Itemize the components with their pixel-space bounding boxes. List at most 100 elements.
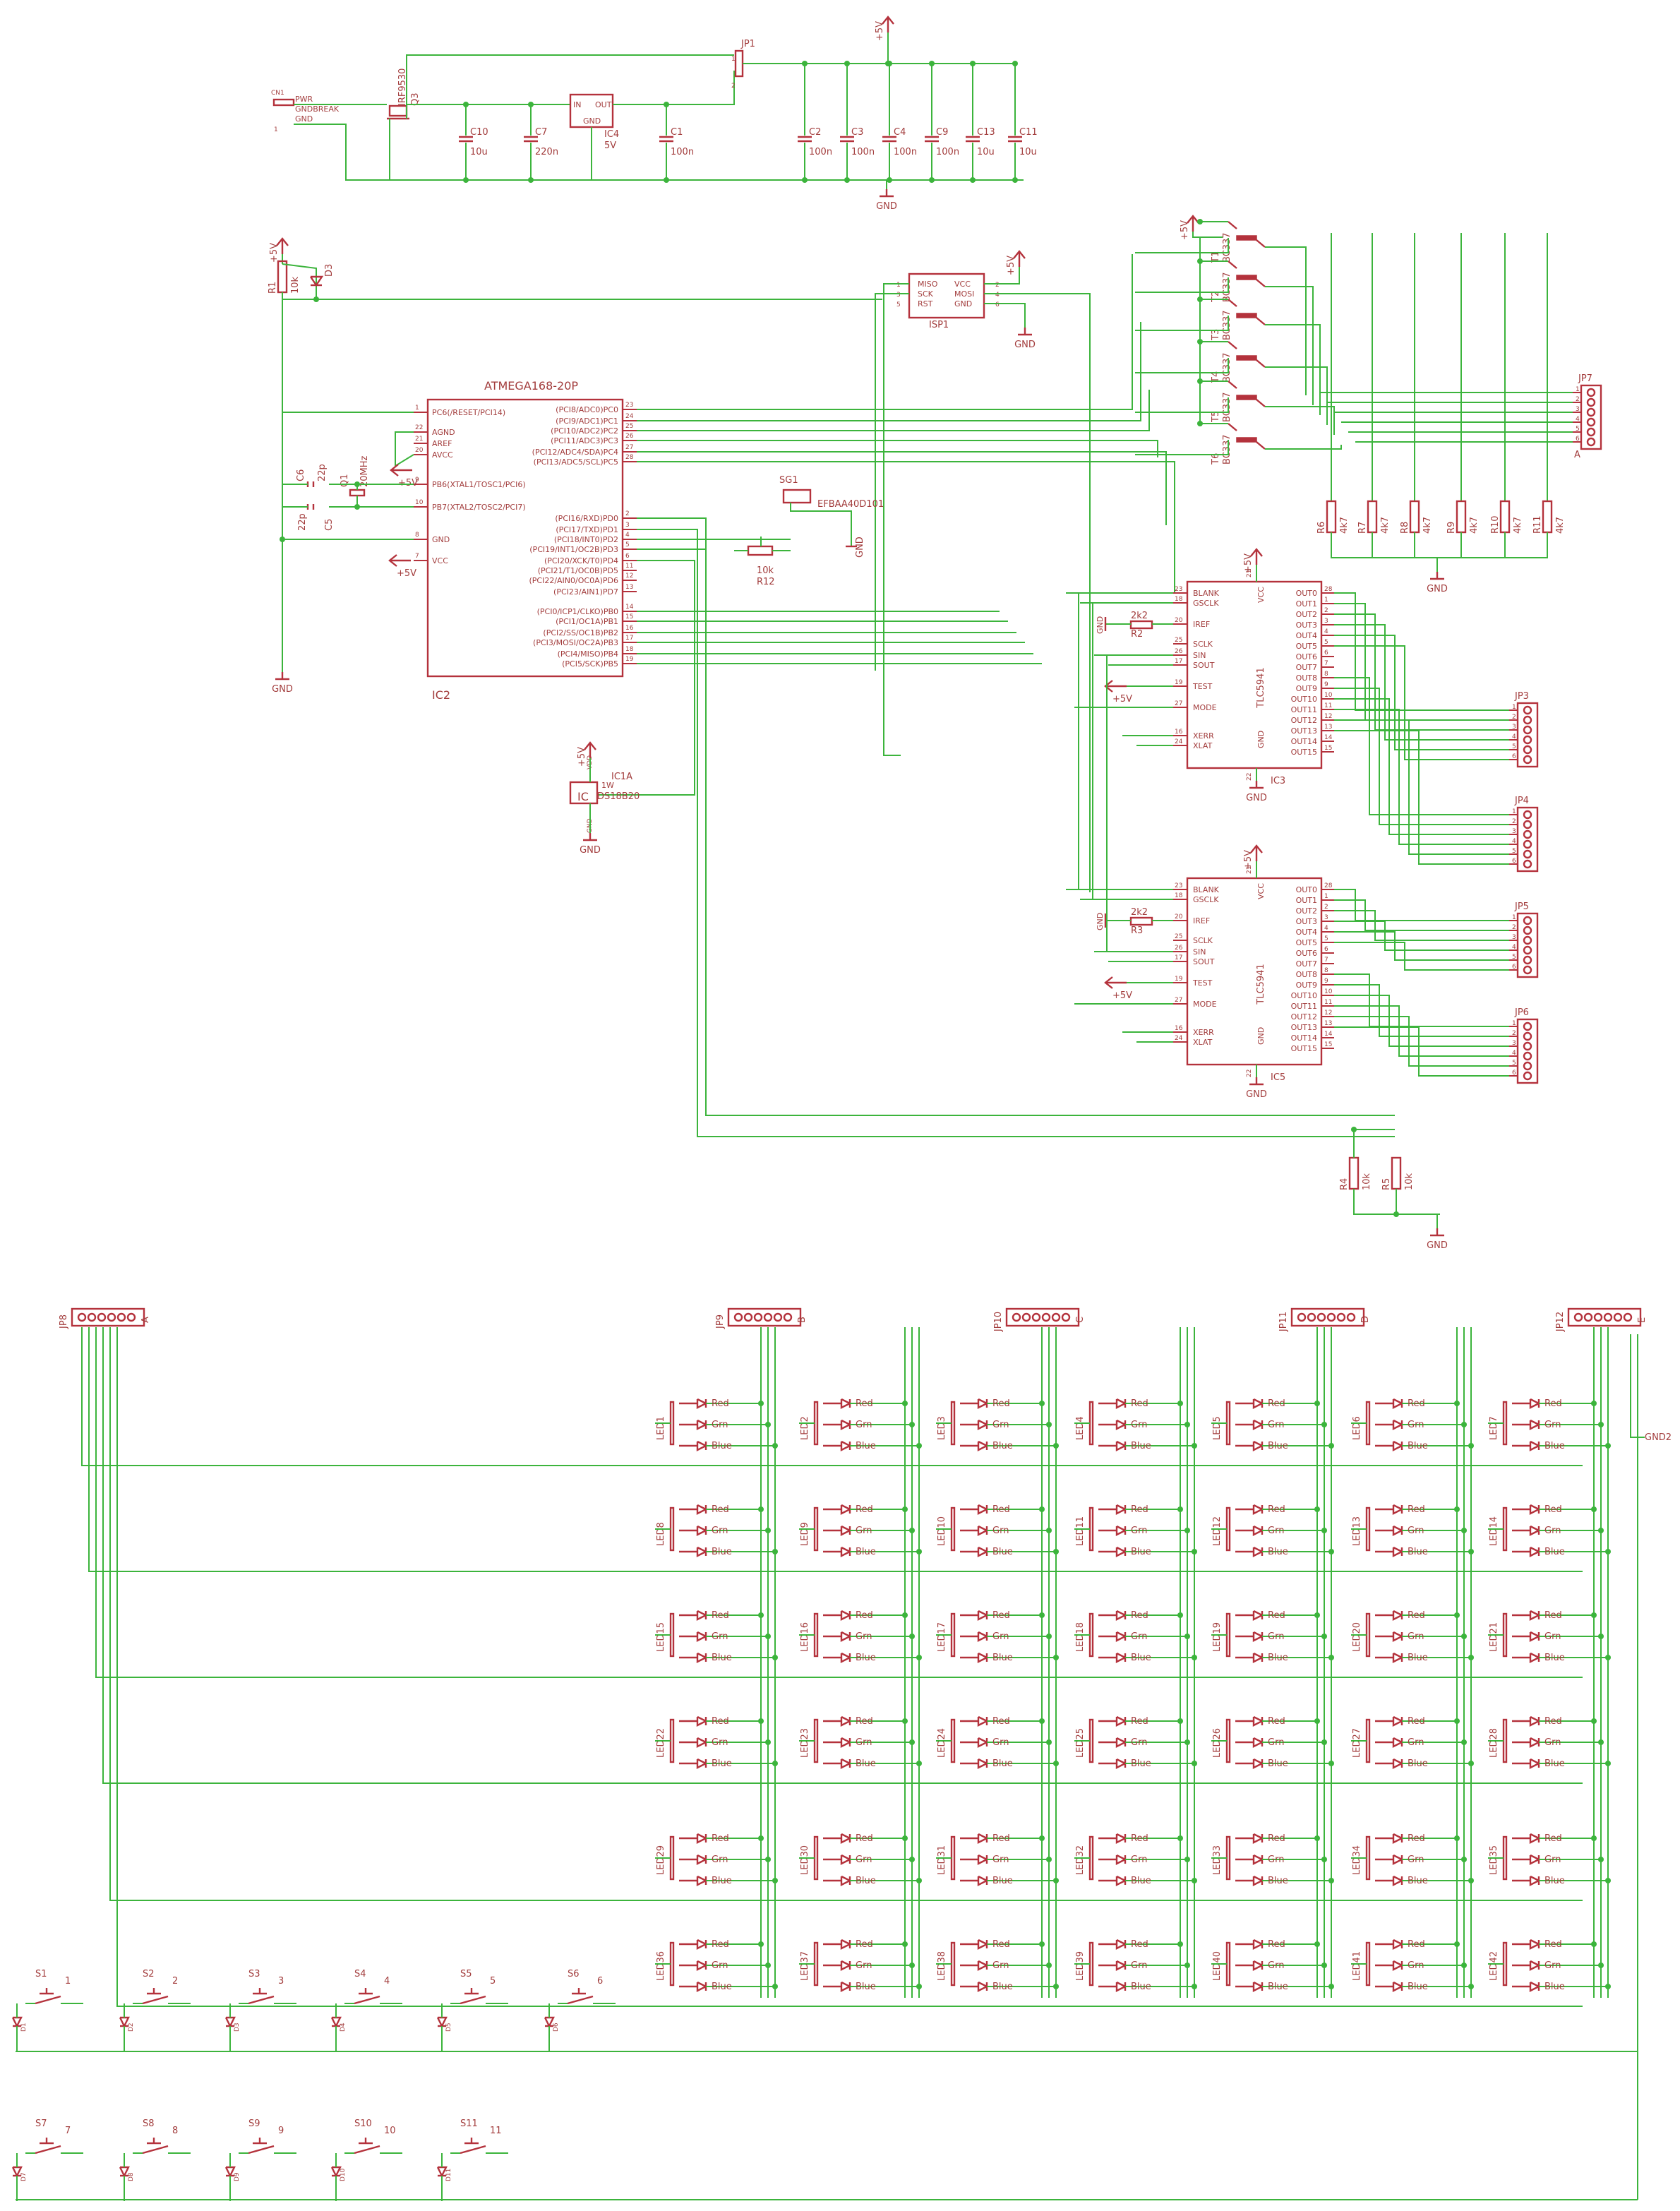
driver-left-pin: SIN	[1193, 947, 1206, 957]
switch-diode-ref: D3	[234, 2023, 241, 2032]
led-diode	[696, 1652, 708, 1663]
cap-ref: C3	[851, 127, 863, 138]
pin-number: 3	[1512, 1040, 1516, 1047]
junction-dot	[765, 1739, 771, 1745]
pin-number: 6	[1512, 1069, 1516, 1077]
led-diode	[696, 1939, 708, 1950]
junction-dot	[1053, 1549, 1059, 1554]
isp-left-pin: RST	[918, 299, 933, 308]
led-diode	[1115, 1833, 1127, 1844]
led-diode	[1252, 1398, 1264, 1409]
pin-number: 3	[1576, 406, 1580, 413]
driver-out-no: 11	[1324, 702, 1332, 709]
iref-ref: R3	[1131, 925, 1143, 936]
led-color-red: Red	[1131, 1716, 1148, 1727]
c6-ref: C6	[296, 469, 306, 481]
led-diode	[1115, 1419, 1127, 1430]
pin-number: 5	[1512, 848, 1516, 855]
transistor-value: BC337	[1222, 434, 1232, 465]
junction-dot	[916, 1443, 922, 1449]
led-ref: LED2	[800, 1416, 810, 1440]
driver-out-no: 6	[1324, 946, 1328, 953]
led-color-blue: Blue	[712, 1547, 732, 1557]
led-color-red: Red	[992, 1610, 1010, 1621]
junction-dot	[887, 177, 892, 183]
led-color-red: Red	[1544, 1398, 1562, 1409]
led-color-grn: Grn	[1408, 1420, 1424, 1430]
junction-dot	[1321, 1528, 1327, 1533]
driver-out-label: OUT4	[1296, 631, 1317, 640]
led-diode	[1392, 1715, 1404, 1727]
led-diode	[1252, 1610, 1264, 1621]
led-color-grn: Grn	[1408, 1631, 1424, 1642]
junction-dot	[970, 177, 976, 183]
mcu-right-pin-no: 24	[625, 413, 634, 420]
led-color-blue: Blue	[1408, 1876, 1428, 1886]
mcu-right-pin: (PCI4/MISO)PB4	[558, 649, 618, 659]
mcu-right-pin: (PCI3/MOSI/OC2A)PB3	[533, 638, 618, 647]
junction-dot	[1598, 1963, 1604, 1968]
junction-dot	[1192, 1443, 1197, 1449]
driver-left-pin: SIN	[1193, 651, 1206, 660]
mcu-output-wiring	[597, 254, 1395, 1137]
ic1a-label: IC	[577, 790, 589, 803]
driver-out-label: OUT7	[1296, 663, 1317, 672]
mcu-left-pin: PC6(/RESET/PCI14)	[432, 408, 505, 417]
led-ref: LED25	[1075, 1728, 1086, 1758]
led-diode	[1392, 1525, 1404, 1536]
junction-dot	[1039, 1718, 1045, 1724]
led-color-red: Red	[1408, 1398, 1425, 1409]
led-color-red: Red	[1131, 1610, 1148, 1621]
junction-dot	[802, 61, 808, 66]
driver-vcc: VCC	[1256, 883, 1266, 899]
driver-out-label: OUT15	[1291, 1044, 1317, 1053]
junction-dot	[772, 1984, 778, 1989]
q3-value: IRF9530	[397, 68, 408, 106]
junction-dot	[1192, 1761, 1197, 1766]
led-diode	[977, 1875, 989, 1886]
junction-dot	[528, 102, 534, 107]
pin-number: 2	[1512, 1030, 1516, 1037]
led-color-blue: Blue	[1544, 1441, 1565, 1451]
gnd-label: GND	[580, 845, 601, 856]
led-ref: LED32	[1075, 1845, 1086, 1875]
pin-number: 5	[1512, 1060, 1516, 1067]
led-color-blue: Blue	[1268, 1547, 1288, 1557]
buzzer-ref: SG1	[779, 475, 798, 486]
mcu-right-pin-no: 2	[625, 510, 630, 517]
led-diode	[1252, 1960, 1264, 1971]
led-color-blue: Blue	[1131, 1876, 1151, 1886]
led-color-grn: Grn	[712, 1631, 728, 1642]
ic1a-ref: IC1A	[611, 772, 632, 782]
led-diode	[840, 1939, 852, 1950]
connector-tag: B	[797, 1317, 808, 1323]
led-diode	[1529, 1525, 1541, 1536]
switch-ref: S11	[460, 2119, 478, 2129]
led-color-blue: Blue	[1268, 1653, 1288, 1663]
resistor-value: 10k	[1404, 1173, 1415, 1190]
c5-ref: C5	[324, 519, 335, 531]
led-diode	[840, 1854, 852, 1865]
mcu-right-pin-no: 19	[625, 656, 634, 663]
led-color-blue: Blue	[712, 1876, 732, 1886]
junction-dot	[1598, 1634, 1604, 1639]
driver-out-label: OUT12	[1291, 1012, 1317, 1021]
led-ref: LED3	[937, 1416, 947, 1440]
switch-ref: S4	[354, 1969, 366, 1979]
junction-dot	[929, 61, 935, 66]
mcu-left-pin: AREF	[432, 439, 452, 448]
driver-out-no: 9	[1324, 681, 1328, 688]
led-diode	[840, 1419, 852, 1430]
led-color-grn: Grn	[1544, 1631, 1561, 1642]
